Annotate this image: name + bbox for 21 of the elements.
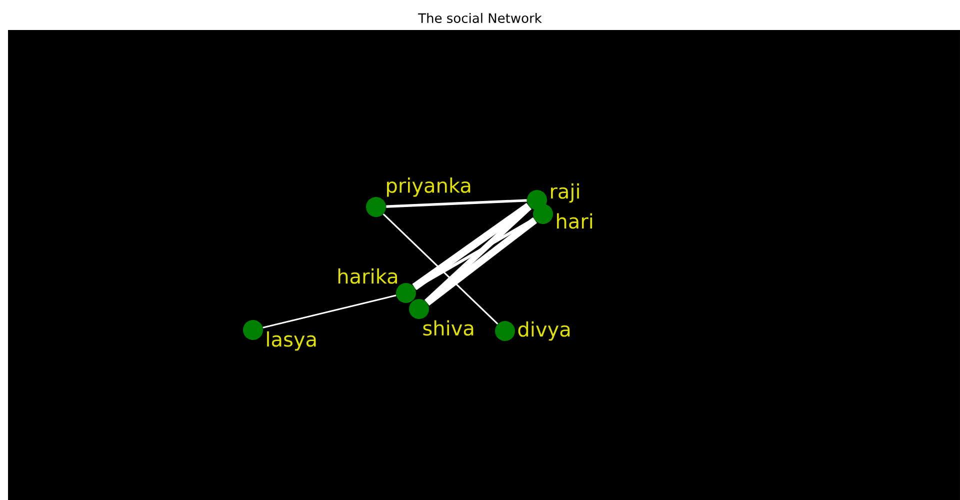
node-label: lasya xyxy=(264,330,319,352)
node-dot xyxy=(396,283,416,303)
node-dot xyxy=(243,320,263,340)
node-dot xyxy=(495,321,515,341)
node-label: shiva xyxy=(421,319,476,337)
connector-line xyxy=(424,217,538,306)
connector-line xyxy=(262,294,396,328)
node-label: hari xyxy=(554,212,595,230)
node-label: priyanka xyxy=(384,176,473,198)
node-dot xyxy=(409,299,429,319)
node-dot xyxy=(533,204,553,224)
node-dot xyxy=(366,197,386,217)
connector-line xyxy=(414,218,535,290)
node-label: raji xyxy=(548,182,582,204)
connector-line xyxy=(424,204,532,304)
node-label: divya xyxy=(516,320,572,342)
connector-line xyxy=(382,213,498,324)
node-label: harika xyxy=(336,267,400,285)
connector-line xyxy=(386,199,527,208)
connector-line xyxy=(412,202,531,290)
title: The social Network xyxy=(418,12,542,24)
